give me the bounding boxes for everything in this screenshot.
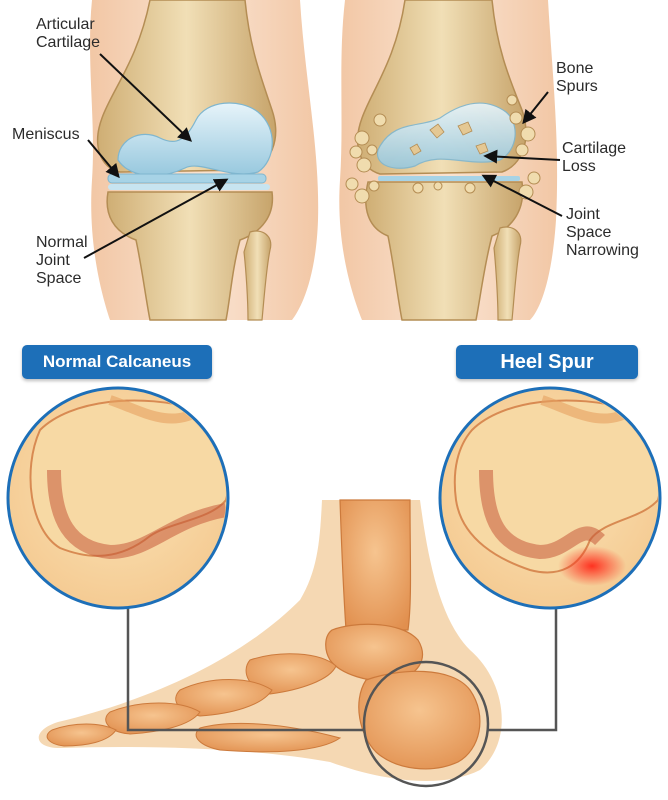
metatarsals <box>46 653 342 753</box>
tibia-fibula <box>339 499 412 631</box>
fibula-left <box>243 230 272 321</box>
tibia-cartilage-left <box>108 184 270 190</box>
knee-arrows <box>83 53 563 259</box>
callout-lines <box>126 606 558 732</box>
heel-spur-zoom <box>438 386 662 610</box>
label-joint-space-narrowing: Joint Space Narrowing <box>566 206 639 259</box>
label-bone-spurs: Bone Spurs <box>556 60 598 95</box>
label-normal-joint-space: Normal Joint Space <box>36 234 88 287</box>
label-meniscus: Meniscus <box>12 126 80 143</box>
tibia-left <box>106 191 274 321</box>
label-articular-cartilage: Articular Cartilage <box>36 16 101 51</box>
articular-cartilage <box>117 102 273 177</box>
meniscus <box>107 173 267 184</box>
narrow-joint-space <box>378 176 520 181</box>
tibia-right <box>365 181 524 321</box>
fibula-right <box>493 226 522 321</box>
normal-calcaneus-zoom <box>6 386 230 610</box>
label-cartilage-loss: Cartilage Loss <box>562 140 627 175</box>
foot <box>38 499 502 788</box>
heel-highlight-circle <box>362 660 490 788</box>
label-heel-spur: Heel Spur <box>456 345 638 379</box>
label-normal-calcaneus: Normal Calcaneus <box>22 345 212 379</box>
arthritic-knee <box>339 0 558 321</box>
normal-knee <box>90 0 319 321</box>
